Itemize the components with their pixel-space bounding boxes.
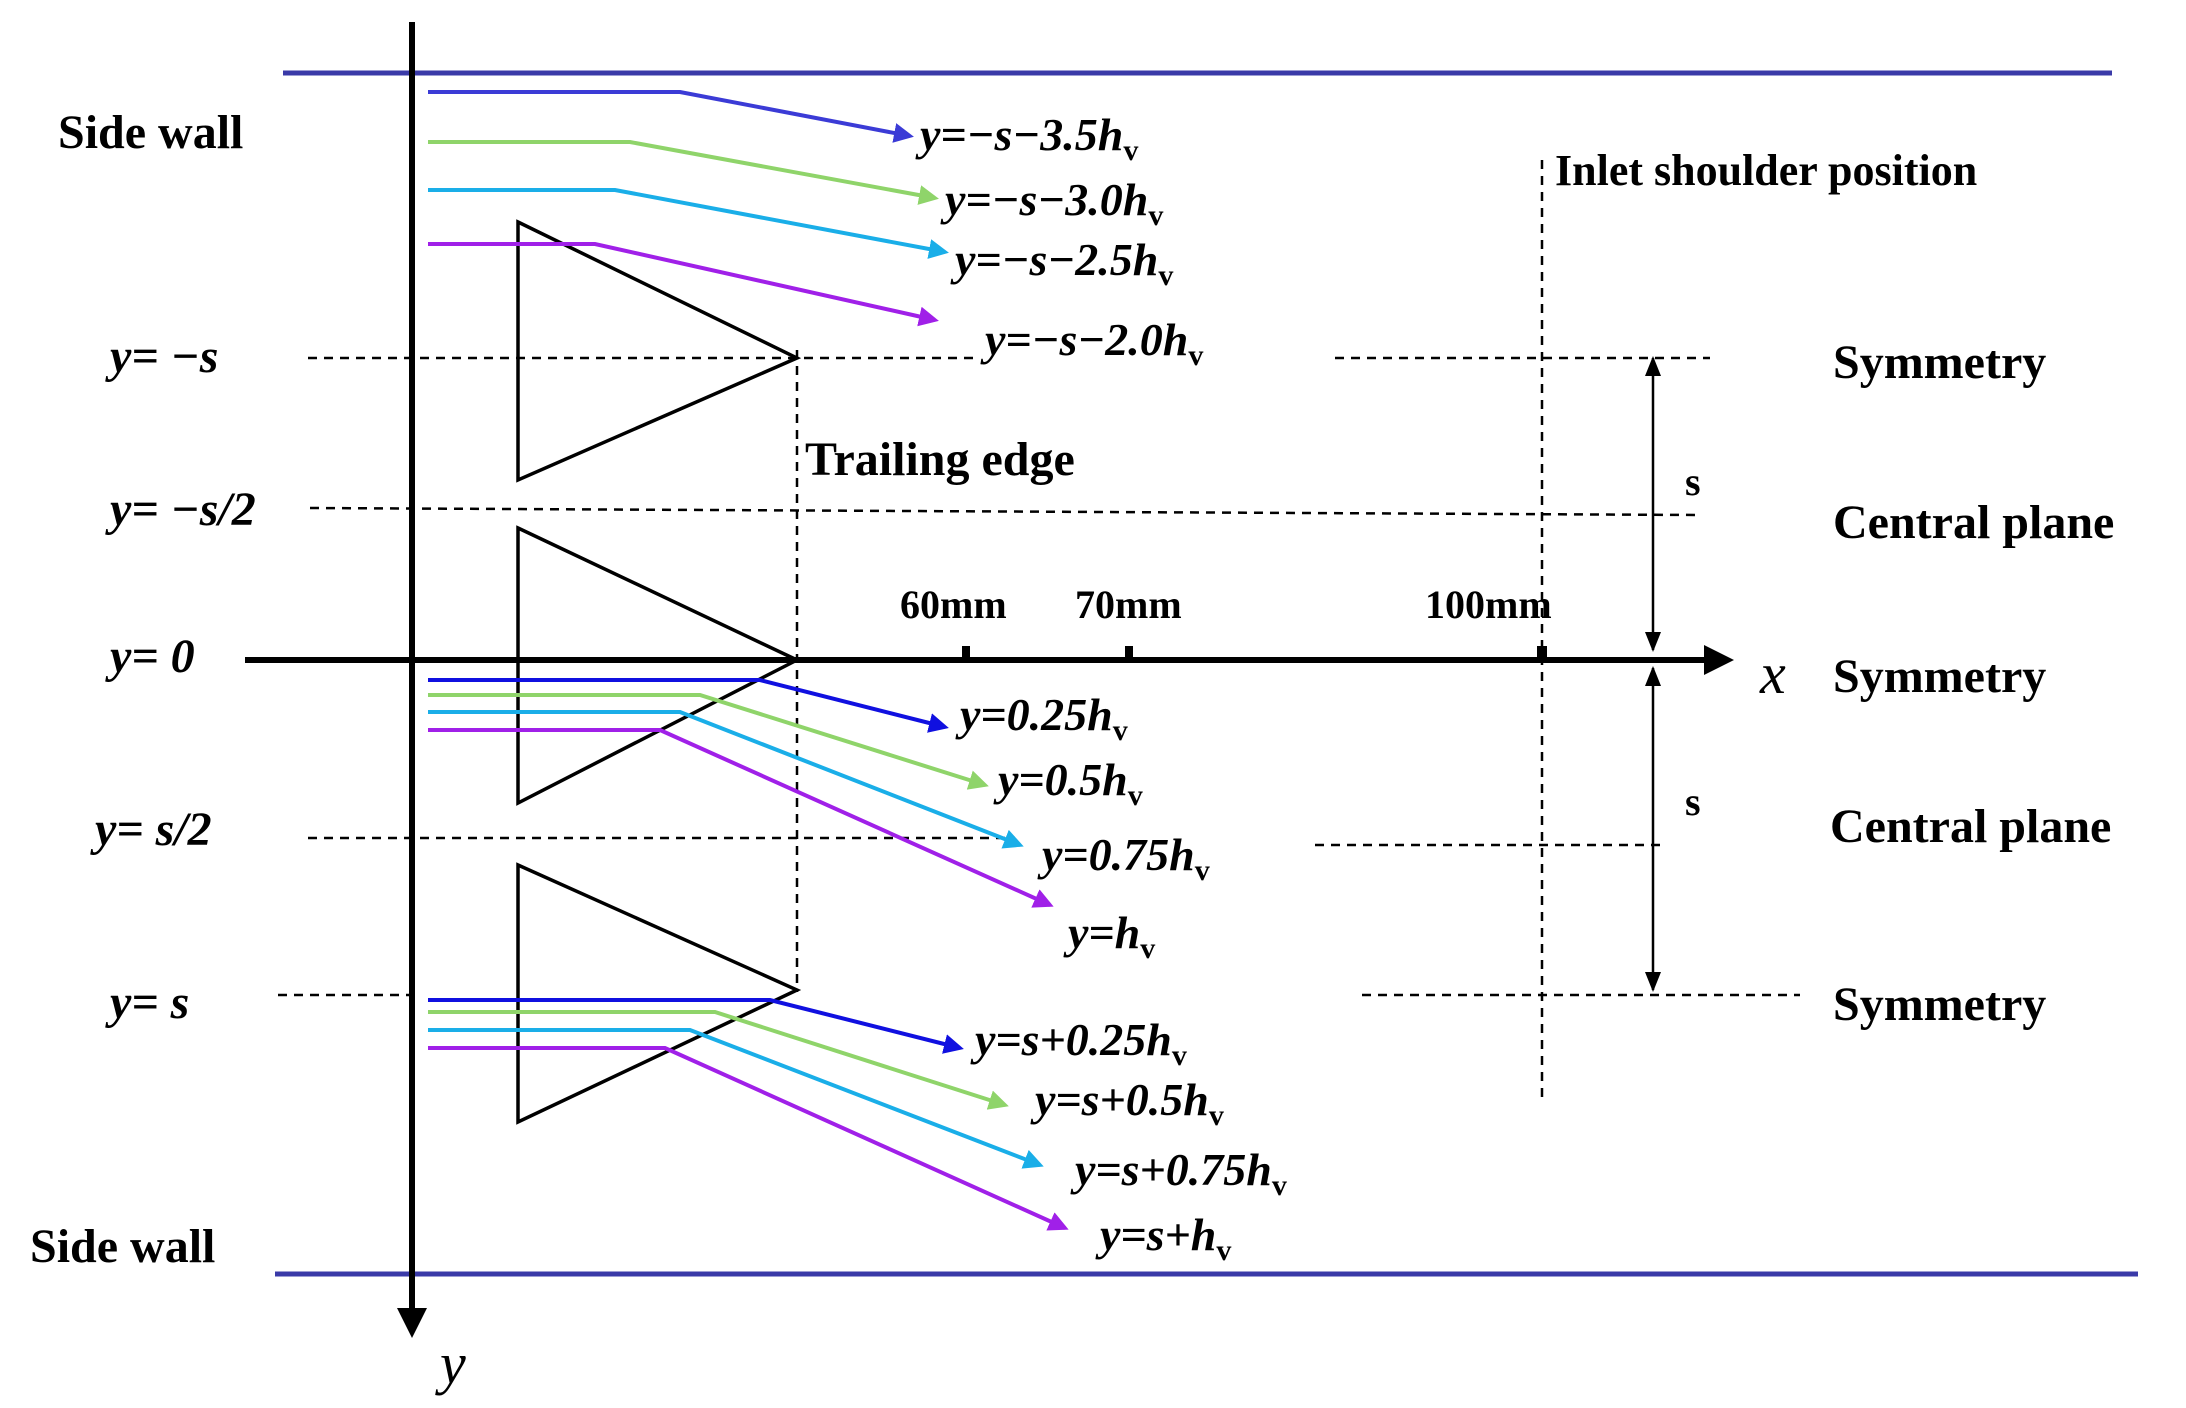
sampling-line-lower-2	[428, 1010, 1009, 1110]
sampling-line-middle-2	[428, 693, 989, 790]
sampling-line-upper-4	[428, 242, 939, 327]
sampling-line-label-lower-1: y=s+0.25hv	[970, 1014, 1187, 1072]
y-axis-label: y	[435, 1331, 466, 1396]
sampling-line-middle-4	[428, 728, 1054, 908]
triangle-lower	[516, 862, 802, 1125]
sampling-line-label-middle-3: y=0.75hv	[1037, 829, 1210, 887]
triangle-upper	[516, 219, 802, 483]
central-plane-label-2: Central plane	[1830, 800, 2111, 853]
inlet-shoulder-label: Inlet shoulder position	[1555, 146, 1977, 195]
spacing-label-lower: s	[1685, 779, 1701, 824]
sampling-line-label-upper-2: y=−s−3.0hv	[940, 174, 1163, 232]
tick-label-60mm: 60mm	[900, 582, 1007, 627]
sampling-line-label-upper-4: y=−s−2.0hv	[980, 314, 1203, 372]
symmetry-label-3: Symmetry	[1833, 978, 2046, 1031]
sampling-line-label-middle-1: y=0.25hv	[955, 689, 1128, 747]
sampling-line-label-middle-4: y=hv	[1063, 907, 1155, 965]
tick-mark-60mm	[962, 646, 970, 660]
sampling-line-middle-1	[428, 678, 949, 733]
sampling-line-label-lower-2: y=s+0.5hv	[1030, 1074, 1224, 1132]
symmetry-label-1: Symmetry	[1833, 336, 2046, 389]
y-label-half-s: y= s/2	[90, 803, 212, 856]
tick-mark-100mm	[1537, 646, 1547, 660]
ref-line-minus-half-s	[309, 506, 1701, 517]
tick-label-100mm: 100mm	[1425, 582, 1552, 627]
y-label-minus-half-s: y= −s/2	[105, 483, 256, 536]
tick-mark-70mm	[1125, 646, 1133, 660]
trailing-edge-label: Trailing edge	[805, 433, 1075, 486]
sampling-line-label-lower-3: y=s+0.75hv	[1070, 1144, 1287, 1202]
tick-label-70mm: 70mm	[1075, 582, 1182, 627]
sampling-line-label-upper-3: y=−s−2.5hv	[950, 234, 1173, 292]
symmetry-label-2: Symmetry	[1833, 650, 2046, 703]
side-wall-bottom-label: Side wall	[30, 1220, 215, 1273]
sampling-line-upper-3	[428, 188, 949, 259]
sampling-line-middle-3	[428, 710, 1024, 849]
sampling-line-label-middle-2: y=0.5hv	[993, 754, 1143, 812]
triangle-middle	[516, 525, 801, 806]
sampling-line-lower-3	[428, 1028, 1044, 1169]
y-label-zero: y= 0	[105, 630, 195, 683]
sampling-line-lower-4	[428, 1046, 1069, 1231]
y-label-minus-s: y= −s	[105, 330, 218, 383]
sampling-line-upper-1	[428, 90, 914, 143]
sampling-line-label-upper-1: y=−s−3.5hv	[915, 109, 1138, 167]
x-axis-label: x	[1759, 641, 1786, 706]
spacing-label-upper: s	[1685, 459, 1701, 504]
y-label-s: y= s	[105, 976, 189, 1029]
sampling-line-lower-1	[428, 998, 964, 1054]
sampling-line-label-lower-4: y=s+hv	[1095, 1209, 1231, 1267]
central-plane-label-1: Central plane	[1833, 496, 2114, 549]
side-wall-top-label: Side wall	[58, 106, 243, 159]
sampling-line-upper-2	[428, 140, 939, 205]
